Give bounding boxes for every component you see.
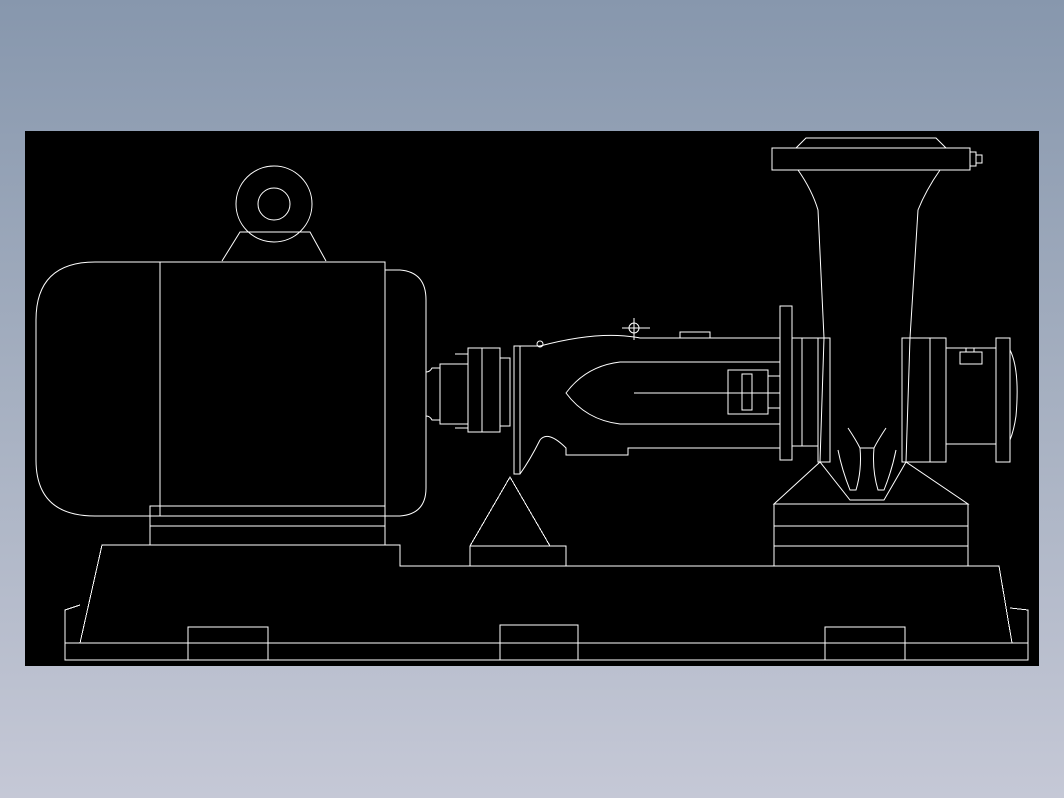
- electric-motor: [35, 261, 427, 546]
- base-foot-left: [187, 626, 269, 661]
- casing-vent-plug: [959, 351, 983, 365]
- coupling: [425, 347, 511, 433]
- drawing-viewport[interactable]: [25, 131, 1039, 666]
- casing-end-flange: [995, 337, 1011, 463]
- seal-gland: [727, 369, 769, 415]
- grease-fitting: [536, 340, 544, 348]
- casing-flange-left: [779, 305, 793, 461]
- volute-passage: [837, 427, 861, 491]
- base-left-end: [64, 604, 81, 643]
- casing-flange-right: [929, 337, 947, 463]
- lifting-eye: [221, 165, 327, 262]
- base-foot-middle: [499, 624, 579, 661]
- lifting-eye-inner: [257, 187, 291, 221]
- casing-ring-1: [791, 337, 803, 447]
- discharge-flange-plate: [771, 147, 971, 171]
- motor-mount-block: [149, 525, 386, 546]
- motor-end-cap: [35, 261, 160, 517]
- discharge-cone-right: [905, 169, 941, 463]
- base-right-end: [1009, 607, 1029, 643]
- coupling-hub-left: [439, 363, 469, 425]
- coupling-flange-1: [467, 347, 483, 433]
- casing-end-cap: [1009, 349, 1018, 441]
- motor-shaft-stub: [425, 367, 441, 421]
- discharge-cone-left: [797, 169, 825, 463]
- bearing-housing: [513, 318, 781, 475]
- pedestal-block: [469, 545, 567, 567]
- coupling-hub-right: [499, 357, 511, 427]
- discharge-flange-bolt: [969, 151, 977, 167]
- lifting-eye-outer: [235, 165, 313, 243]
- bearing-cap: [679, 331, 711, 339]
- casing-ring-3: [817, 337, 831, 463]
- motor-front-cap: [385, 269, 427, 517]
- motor-body: [159, 261, 386, 517]
- discharge-flange-top: [794, 137, 948, 149]
- crosshair-icon: [622, 318, 650, 340]
- base-bottom-plate: [64, 642, 1029, 661]
- casing-lower-body: [772, 461, 970, 505]
- discharge-flange: [771, 137, 983, 171]
- casing-foot: [773, 503, 969, 567]
- base-frame: [64, 544, 1029, 661]
- casing-ring-outer: [945, 347, 997, 445]
- pedestal-triangle: [469, 476, 551, 547]
- coupling-flange-2: [481, 347, 501, 433]
- support-pedestal: [469, 476, 567, 567]
- bearing-oil-chamber: [565, 361, 781, 425]
- bearing-housing-outline: [513, 334, 781, 475]
- base-foot-right: [824, 626, 906, 661]
- lifting-eye-bracket: [221, 231, 327, 262]
- pump-casing: [772, 169, 1018, 567]
- base-body-outline: [79, 544, 1013, 644]
- casing-ring-2: [801, 337, 819, 447]
